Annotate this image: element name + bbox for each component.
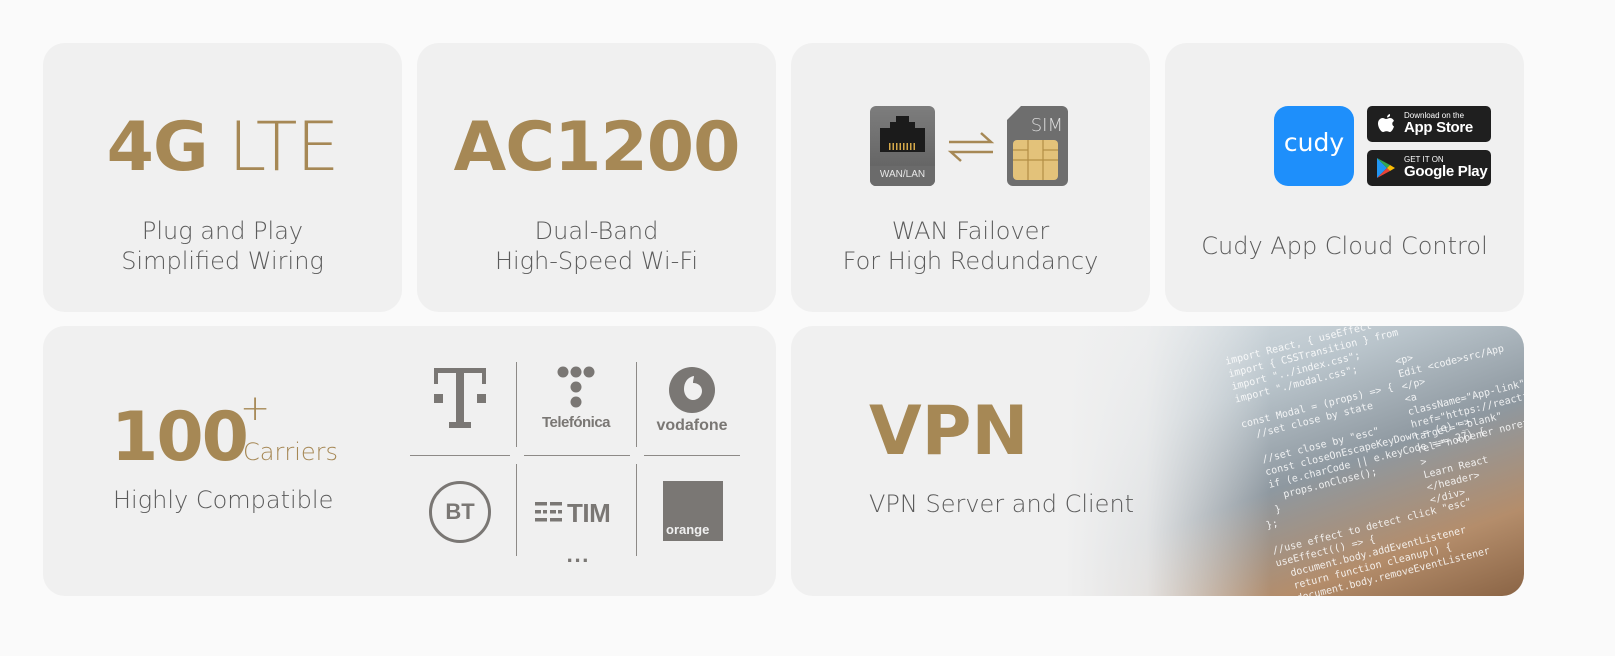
grid-divider xyxy=(410,455,510,456)
app-caption: Cudy App Cloud Control xyxy=(1201,232,1488,260)
sim-card-icon: SIM xyxy=(1007,106,1068,186)
swap-arrows-icon xyxy=(947,131,995,167)
telefonica-label: Telefónica xyxy=(541,414,611,431)
feature-card-cudy-app: cudy Download on the App Store GET IT ON… xyxy=(1165,43,1524,312)
grid-divider xyxy=(516,362,517,447)
ethernet-port-icon: WAN/LAN xyxy=(870,106,935,186)
tim-logo: TIM xyxy=(535,498,625,528)
google-play-icon xyxy=(1377,158,1395,178)
vodafone-logo: vodafone xyxy=(644,366,740,435)
wifi-caption: Dual-Band High-Speed Wi-Fi xyxy=(417,216,776,276)
failover-caption: WAN Failover For High Redundancy xyxy=(791,216,1150,276)
telekom-logo: T xyxy=(434,368,486,428)
lte-caption: Plug and Play Simplified Wiring xyxy=(43,216,402,276)
feature-card-wan-failover: WAN/LAN SIM WAN Failover For High Redund… xyxy=(791,43,1150,312)
carriers-number: 100 xyxy=(111,398,249,477)
tim-label: TIM xyxy=(567,498,611,528)
feature-card-vpn: import React, { useEffect import { CSSTr… xyxy=(791,326,1524,596)
orange-logo: orange xyxy=(663,481,723,541)
carriers-count: 100 xyxy=(111,398,249,477)
bt-label: BT xyxy=(445,499,475,524)
lte-heading-bold: 4G xyxy=(106,108,209,187)
lte-caption-line2: Simplified Wiring xyxy=(121,247,324,275)
grid-divider xyxy=(516,464,517,556)
grid-divider xyxy=(636,464,637,556)
failover-caption-line1: WAN Failover xyxy=(891,217,1050,245)
wan-lan-label: WAN/LAN xyxy=(879,169,926,180)
cudy-app-icon[interactable]: cudy xyxy=(1274,106,1354,186)
bt-logo: BT xyxy=(429,481,491,543)
google-play-small-text: GET IT ON xyxy=(1404,155,1444,164)
lte-caption-line1: Plug and Play xyxy=(141,217,304,245)
grid-divider xyxy=(524,455,630,456)
wifi-caption-line1: Dual-Band xyxy=(534,217,659,245)
feature-card-ac1200: AC1200 Dual-Band High-Speed Wi-Fi xyxy=(417,43,776,312)
vodafone-label: vodafone xyxy=(656,417,728,434)
failover-caption-line2: For High Redundancy xyxy=(842,247,1099,275)
grid-divider xyxy=(636,362,637,447)
carriers-plus: + xyxy=(240,388,271,429)
feature-card-4g-lte: 4G LTE Plug and Play Simplified Wiring xyxy=(43,43,402,312)
feature-card-carriers: 100 + Carriers Highly Compatible T Telef… xyxy=(43,326,776,596)
app-store-badge[interactable]: Download on the App Store xyxy=(1367,106,1491,142)
google-play-large-text: Google Play xyxy=(1404,163,1488,180)
app-store-large-text: App Store xyxy=(1404,119,1473,136)
vpn-caption: VPN Server and Client xyxy=(869,490,1135,518)
more-carriers-ellipsis: ... xyxy=(566,546,590,567)
app-store-small-text: Download on the xyxy=(1404,111,1465,120)
cudy-app-name: cudy xyxy=(1283,128,1345,157)
grid-divider xyxy=(644,455,740,456)
carriers-caption: Highly Compatible xyxy=(113,486,334,514)
wifi-caption-line2: High-Speed Wi-Fi xyxy=(494,247,699,275)
google-play-badge[interactable]: GET IT ON Google Play xyxy=(1367,150,1491,186)
vpn-heading: VPN xyxy=(869,392,1029,471)
lte-heading: 4G LTE xyxy=(43,108,402,188)
sim-label: SIM xyxy=(1030,115,1063,136)
lte-heading-light: LTE xyxy=(228,108,339,187)
vpn-laptop-photo: import React, { useEffect import { CSSTr… xyxy=(1064,326,1524,596)
wifi-heading: AC1200 xyxy=(453,108,741,187)
apple-icon xyxy=(1378,114,1394,132)
telefonica-logo: Telefónica xyxy=(526,366,626,431)
orange-label: orange xyxy=(666,522,710,537)
carriers-unit: Carriers xyxy=(243,438,339,466)
